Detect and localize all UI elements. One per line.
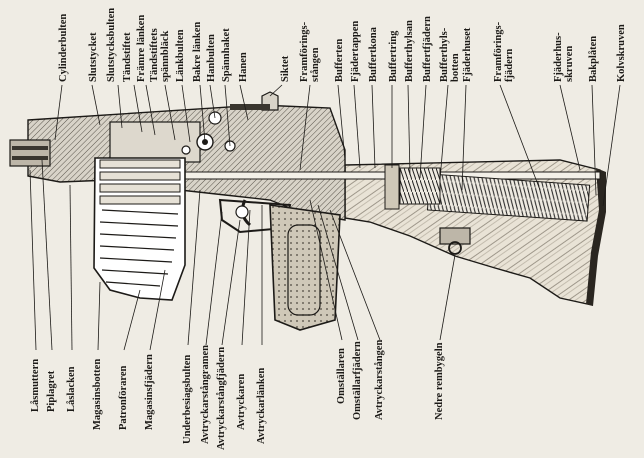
label-bufferthylsan: Bufferthylsan <box>404 20 415 82</box>
label-patronforaren: Patronföraren <box>118 365 129 430</box>
label-magasinsbotten: Magasinsbotten <box>92 358 103 430</box>
label-bakre-lanken: Bakre länken <box>192 21 203 82</box>
label-avtryckarlanken: Avtryckarlänken <box>256 367 267 444</box>
magazine <box>93 157 186 301</box>
label-cylinderbulten: Cylinderbulten <box>58 13 69 82</box>
label-avtryckarstangfjadern: Avtryckarstångfjädern <box>216 346 227 450</box>
label-avtryckarstangen: Avtryckarstången <box>374 339 385 420</box>
label-hanbulten: Hanbulten <box>206 34 217 82</box>
label-tandstiftets-spannblack: Tändstiftets spännbläck <box>149 28 171 82</box>
top-leader-lines <box>54 84 621 207</box>
label-buffertring: Buffertring <box>388 30 399 82</box>
label-siktet: Siktet <box>280 55 291 82</box>
label-slutstycksbulten: Slutstycksbulten <box>106 7 117 82</box>
barrel <box>9 139 51 167</box>
label-bufferthylsbotten: Bufferthyls- botten <box>439 27 461 82</box>
label-buffertfjadern: Buffertfjädern <box>422 16 433 82</box>
label-avtryckaren: Avtryckaren <box>236 373 247 430</box>
label-magasinsfjadern: Magasinsfjädern <box>144 354 155 430</box>
label-slutstycket: Slutstycket <box>88 32 99 82</box>
label-bakplaten: Bakplåten <box>588 35 599 82</box>
label-framre-lanken: Främre länken <box>136 14 147 82</box>
butt-plate <box>586 168 606 306</box>
label-tandstiftet: Tändstiftet <box>122 32 133 82</box>
label-avtryckarstangramen: Avtryckarstångramen <box>200 345 211 444</box>
label-fjadertappen: Fjädertappen <box>350 20 361 82</box>
bottom-leader-lines <box>29 159 456 351</box>
lower-sling-swivel <box>439 227 471 255</box>
label-nedre-rembygeln: Nedre rembygeln <box>434 342 445 420</box>
label-omstallarfjadern: Omställarfjädern <box>352 341 363 420</box>
label-spannhaket: Spännhaket <box>221 28 232 82</box>
label-omstallaren: Omställaren <box>336 348 347 404</box>
label-buffertkona: Buffertkona <box>368 27 379 82</box>
label-kolvskruven: Kolvskruven <box>616 24 627 82</box>
label-lankbulten: Länkbulten <box>175 29 186 82</box>
pistol-grip <box>269 204 341 331</box>
magazine-spring <box>99 209 179 287</box>
label-framforingsstangen: Framförings- stången <box>299 21 321 82</box>
label-fjaderhusskruven: Fjäderhus- skruven <box>553 32 575 82</box>
label-fjaderhuset: Fjäderhuset <box>462 27 473 82</box>
label-piplagret: Piplagret <box>46 370 57 412</box>
label-hanen: Hanen <box>238 52 249 82</box>
label-framforingsfjadern: Framförings- fjädern <box>493 21 515 82</box>
magazine-cartridges <box>99 159 181 205</box>
label-lasmuttern: Låsmuttern <box>30 358 41 412</box>
bolt <box>109 121 201 163</box>
label-bufferten: Bufferten <box>334 38 345 82</box>
label-underbesiagsbulten: Underbesiagsbulten <box>182 354 193 444</box>
label-laslacken: Låslacken <box>66 366 77 412</box>
